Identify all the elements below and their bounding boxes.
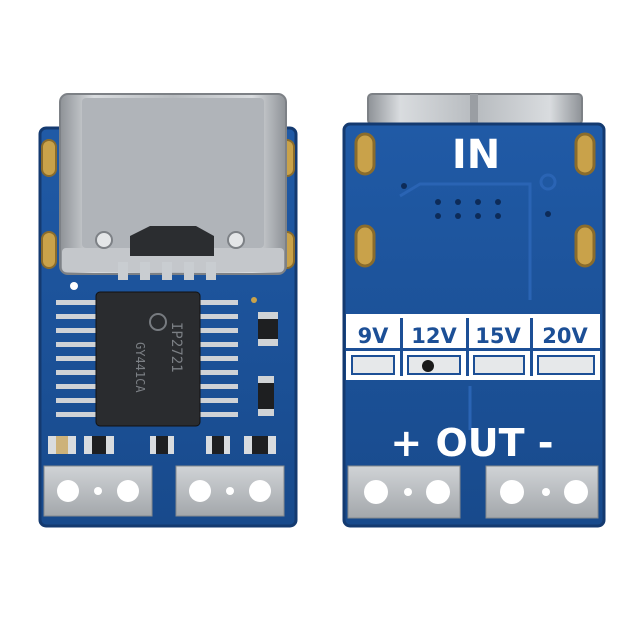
voltage-label-9v: 9V <box>358 324 390 348</box>
via <box>70 282 78 290</box>
via-grid <box>401 183 551 219</box>
voltage-label-20v: 20V <box>542 324 588 348</box>
right-board: IN 9V 12V 15V 20V + OUT - <box>342 93 606 528</box>
voltage-selector: 9V 12V 15V 20V <box>346 314 600 380</box>
left-mount-hole <box>41 231 57 269</box>
chip-logo-icon <box>149 313 167 331</box>
in-label: IN <box>452 132 500 178</box>
right-mount-hole <box>354 224 376 268</box>
jumper-pad-15v <box>473 355 525 375</box>
right-output-pad-2 <box>485 465 599 519</box>
right-mount-hole <box>354 132 376 176</box>
copper-trace <box>399 182 532 300</box>
usb-c-connector <box>59 93 287 275</box>
voltage-label-15v: 15V <box>475 324 521 348</box>
left-mount-hole <box>41 139 57 177</box>
jumper-pad-20v <box>537 355 595 375</box>
smd-components <box>258 312 278 416</box>
left-board: IP2721 GY441CA <box>38 93 298 528</box>
via <box>251 297 257 303</box>
left-output-pad-1 <box>43 465 153 517</box>
out-label: + OUT - <box>390 421 553 465</box>
right-mount-hole <box>574 224 596 268</box>
left-output-pad-2 <box>175 465 285 517</box>
connector-pins <box>118 262 216 280</box>
jumper-pad-12v <box>407 355 461 375</box>
ic-chip: IP2721 GY441CA <box>56 291 238 427</box>
solder-dot <box>422 360 434 372</box>
chip-brand-text: IP2721 <box>168 322 184 373</box>
right-output-pad-1 <box>347 465 461 519</box>
chip-code-text: GY441CA <box>133 342 147 393</box>
bottom-components <box>48 436 276 454</box>
via <box>539 173 557 191</box>
voltage-label-12v: 12V <box>411 324 457 348</box>
jumper-pad-9v <box>351 355 395 375</box>
right-mount-hole <box>574 132 596 176</box>
